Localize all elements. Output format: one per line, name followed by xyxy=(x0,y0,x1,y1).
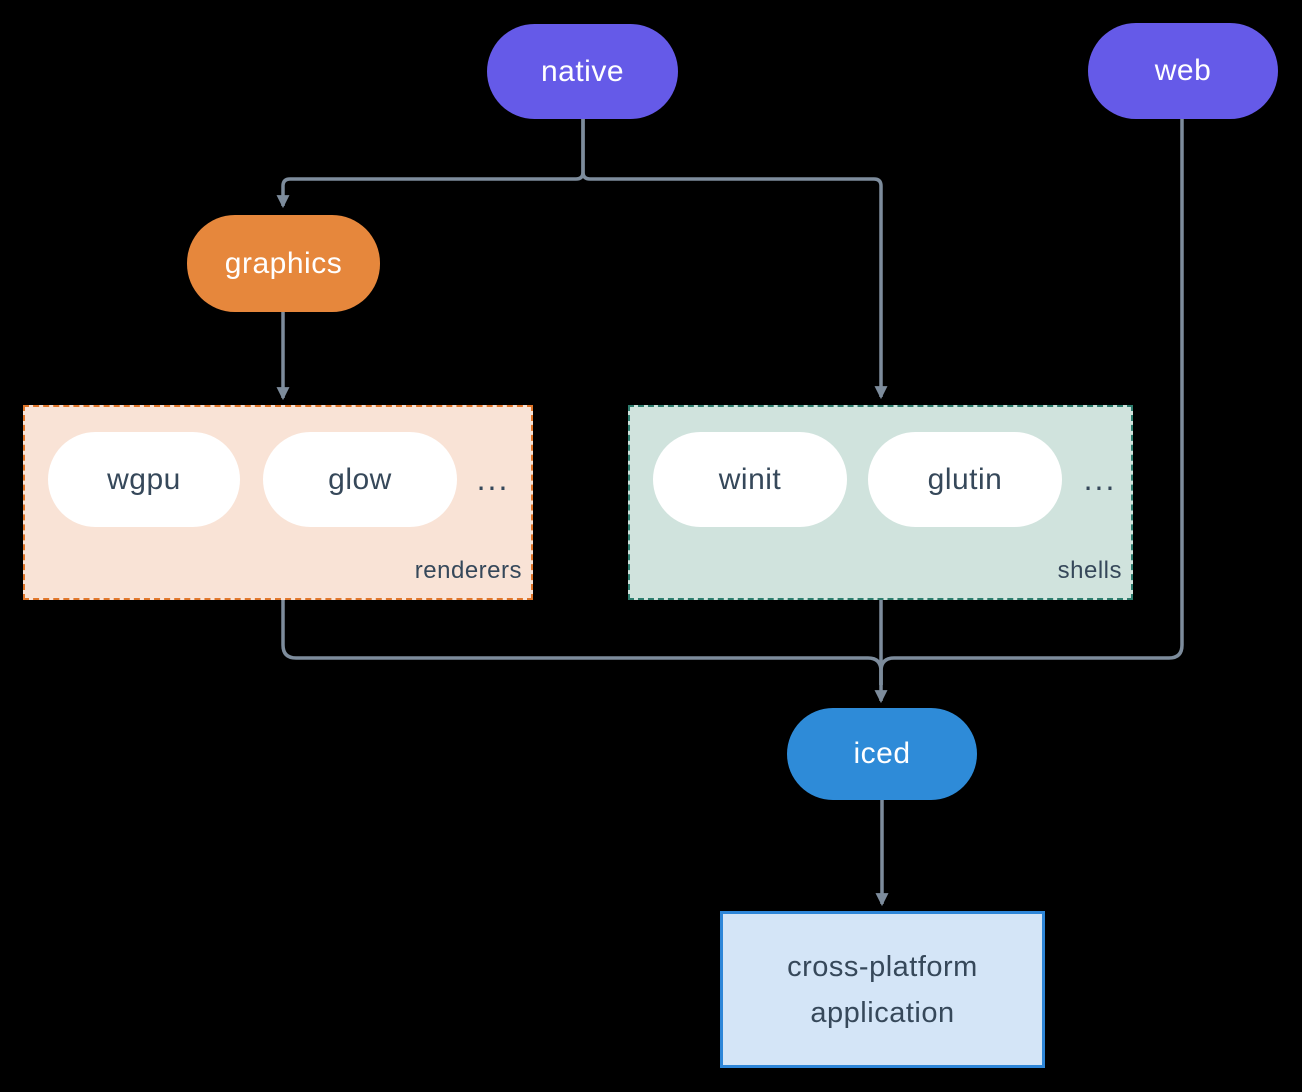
edge-web-iced xyxy=(879,119,1184,685)
pill-winit: winit xyxy=(653,432,847,527)
ellipsis-shells-text: ... xyxy=(1083,461,1117,497)
ellipsis-renderers-text: ... xyxy=(476,461,510,497)
node-native-label: native xyxy=(540,54,625,88)
node-graphics: graphics xyxy=(187,215,380,312)
edge-native-shells xyxy=(581,119,888,400)
pill-wgpu-label: wgpu xyxy=(107,462,181,496)
pill-glutin: glutin xyxy=(868,432,1062,527)
pill-winit-label: winit xyxy=(718,462,782,496)
pill-glutin-label: glutin xyxy=(927,462,1003,496)
app-box: cross-platform application xyxy=(720,911,1045,1068)
node-native: native xyxy=(487,24,678,119)
edge-renderers-iced xyxy=(281,600,883,685)
node-web: web xyxy=(1088,23,1278,119)
node-iced: iced xyxy=(787,708,977,800)
pill-glow: glow xyxy=(263,432,457,527)
ellipsis-shells: ... xyxy=(1074,432,1126,527)
pill-wgpu: wgpu xyxy=(48,432,240,527)
node-iced-label: iced xyxy=(853,737,911,770)
node-web-label: web xyxy=(1154,54,1212,87)
group-label-shells: shells xyxy=(1057,557,1122,584)
node-graphics-label: graphics xyxy=(224,246,343,280)
app-label-line2: application xyxy=(810,996,955,1029)
edge-native-graphics xyxy=(276,119,585,209)
app-label-line1: cross-platform xyxy=(787,950,978,983)
pill-glow-label: glow xyxy=(328,462,392,496)
ellipsis-renderers: ... xyxy=(467,432,519,527)
group-label-renderers: renderers xyxy=(414,557,522,584)
